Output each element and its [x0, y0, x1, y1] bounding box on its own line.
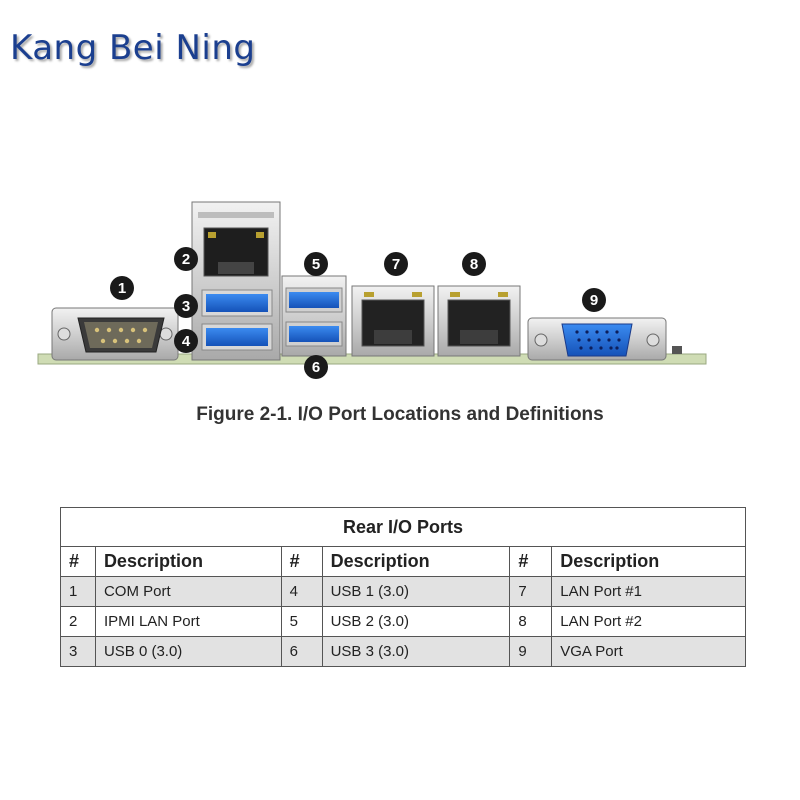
svg-text:6: 6	[312, 359, 320, 376]
cell: 6	[280, 636, 323, 667]
figure-caption: Figure 2-1. I/O Port Locations and Defin…	[196, 404, 604, 425]
cell: 2	[60, 606, 96, 637]
cell: 3	[60, 636, 96, 667]
table-row: 3 USB 0 (3.0) 6 USB 3 (3.0) 9 VGA Port	[60, 636, 746, 667]
svg-text:4: 4	[182, 333, 191, 350]
svg-text:5: 5	[312, 256, 320, 273]
svg-text:7: 7	[392, 256, 400, 273]
svg-text:9: 9	[590, 292, 598, 309]
callout-5: 5	[304, 252, 328, 276]
cell: 7	[509, 576, 553, 607]
lan-port-2	[437, 285, 521, 357]
callout-3: 3	[174, 294, 198, 318]
callout-9: 9	[582, 288, 606, 312]
watermark-text: Kang Bei Ning	[10, 28, 256, 68]
table-row: 1 COM Port 4 USB 1 (3.0) 7 LAN Port #1	[60, 576, 746, 607]
header-description-1: Description	[94, 546, 282, 577]
cell: LAN Port #2	[551, 606, 746, 637]
header-num-1: #	[60, 546, 96, 577]
header-description-2: Description	[321, 546, 511, 577]
rear-io-ports-table: Rear I/O Ports # Description # Descripti…	[60, 507, 746, 667]
callout-7: 7	[384, 252, 408, 276]
com-port	[51, 307, 179, 361]
callout-6: 6	[304, 355, 328, 379]
cell: USB 3 (3.0)	[321, 636, 511, 667]
header-num-3: #	[509, 546, 553, 577]
svg-text:2: 2	[182, 251, 190, 268]
cell: 4	[280, 576, 323, 607]
header-description-3: Description	[551, 546, 746, 577]
usb-stack-2-3	[281, 275, 347, 357]
callout-4: 4	[174, 329, 198, 353]
ipmi-lan-usb-stack	[191, 201, 281, 361]
callout-1: 1	[110, 276, 134, 300]
cell: 5	[280, 606, 323, 637]
cell: IPMI LAN Port	[94, 606, 282, 637]
cell: 1	[60, 576, 96, 607]
io-panel-illustration: 1 2 3 4 5 6 7 8 9	[37, 201, 707, 379]
table-row: 2 IPMI LAN Port 5 USB 2 (3.0) 8 LAN Port…	[60, 606, 746, 637]
cell: VGA Port	[551, 636, 746, 667]
cell: LAN Port #1	[551, 576, 746, 607]
callout-8: 8	[462, 252, 486, 276]
svg-text:3: 3	[182, 298, 190, 315]
cell: USB 1 (3.0)	[321, 576, 511, 607]
cell: COM Port	[94, 576, 282, 607]
cell: 9	[509, 636, 553, 667]
cell: USB 0 (3.0)	[94, 636, 282, 667]
callout-2: 2	[174, 247, 198, 271]
header-num-2: #	[280, 546, 323, 577]
svg-text:1: 1	[118, 280, 126, 297]
lan-port-1	[351, 285, 435, 357]
table-title: Rear I/O Ports	[60, 507, 746, 547]
cell: 8	[509, 606, 553, 637]
svg-text:8: 8	[470, 256, 478, 273]
vga-port	[527, 317, 667, 361]
cell: USB 2 (3.0)	[321, 606, 511, 637]
